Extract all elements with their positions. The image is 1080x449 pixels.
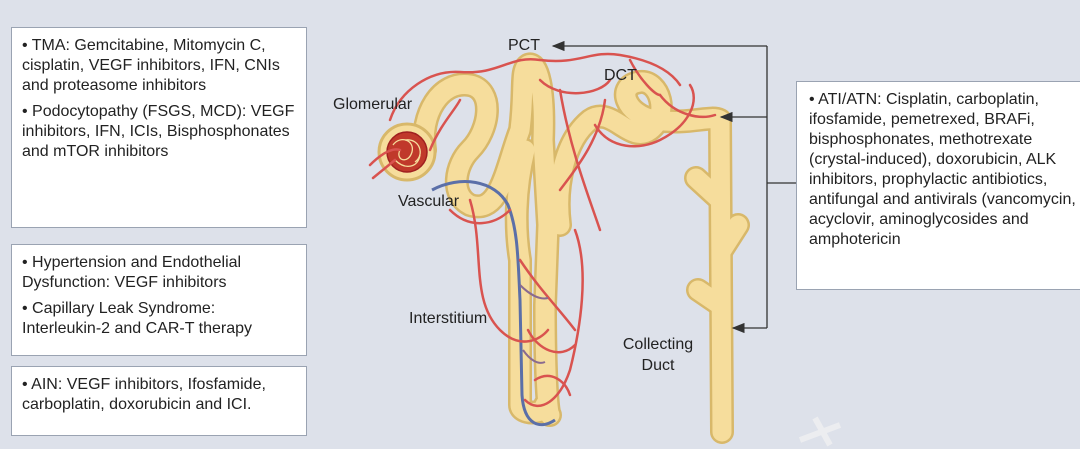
ati-atn-text: • ATI/ATN: Cisplatin, carboplatin, ifosf… [809, 91, 1076, 248]
dct-label: DCT [604, 67, 637, 84]
hypertension-text: • Hypertension and Endothelial Dysfuncti… [22, 254, 242, 291]
glomerulus-capillaries [392, 139, 421, 167]
interstitium-label: Interstitium [409, 310, 488, 327]
tubule-fill [414, 55, 748, 442]
vein [431, 180, 556, 427]
ain-box: • AIN: VEGF inhibitors, Ifosfamide, carb… [11, 366, 307, 436]
hypertension-capillary-leak-box: • Hypertension and Endothelial Dysfuncti… [11, 244, 307, 356]
tma-podocytopathy-box: • TMA: Gemcitabine, Mitomycin C, cisplat… [11, 27, 307, 228]
ain-text: • AIN: VEGF inhibitors, Ifosfamide, carb… [22, 376, 266, 413]
capillary-network [368, 52, 717, 407]
mixed-vessels [519, 284, 549, 364]
ati-atn-box: • ATI/ATN: Cisplatin, carboplatin, ifosf… [796, 81, 1080, 290]
vascular-label: Vascular [398, 193, 460, 210]
arrow-lines [551, 40, 796, 334]
glomerular-label: Glomerular [333, 96, 413, 113]
collecting-duct-label: Collecting Duct [622, 336, 694, 374]
podocytopathy-text: • Podocytopathy (FSGS, MCD): VEGF inhibi… [22, 103, 295, 160]
watermark-mark [798, 416, 842, 447]
tma-text: • TMA: Gemcitabine, Mitomycin C, cisplat… [22, 37, 280, 94]
capillary-leak-text: • Capillary Leak Syndrome: Interleukin-2… [22, 300, 253, 337]
pct-label: PCT [508, 37, 540, 54]
